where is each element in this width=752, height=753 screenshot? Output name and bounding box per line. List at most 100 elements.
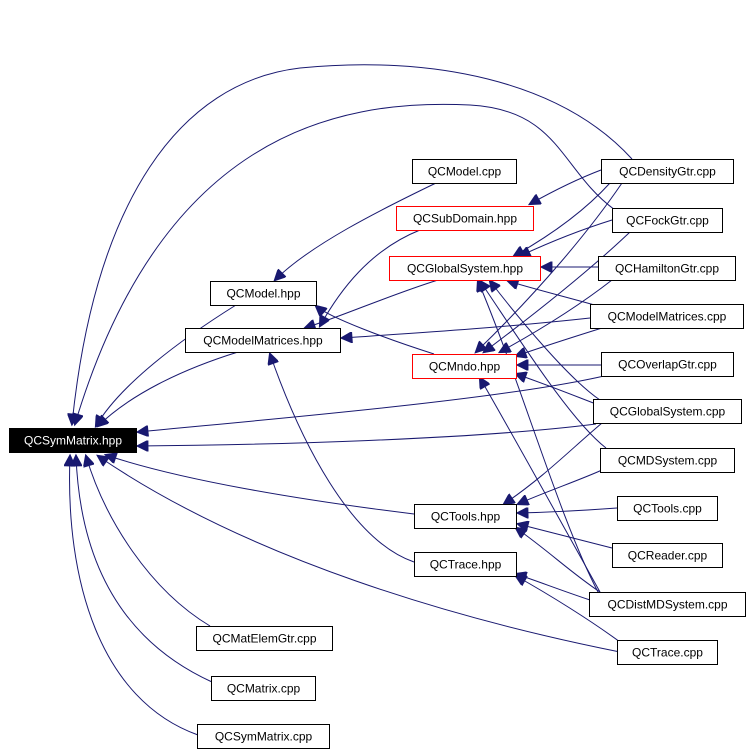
node-qchamiltongtr-cpp[interactable]: QCHamiltonGtr.cpp [598,256,736,281]
edges-layer [70,64,633,736]
node-qctools-hpp[interactable]: QCTools.hpp [414,504,517,529]
edge-qcmodelmatrices-cpp-to-qcmndo-hpp [516,327,603,356]
node-label: QCSubDomain.hpp [413,212,517,226]
node-qcmodelmatrices-hpp[interactable]: QCModelMatrices.hpp [185,328,341,353]
edge-qctools-hpp-to-qcsymmatrix-hpp [106,455,415,515]
node-label: QCMatrix.cpp [227,682,301,696]
edge-qcglobalsystem-cpp-to-qctools-hpp [504,422,603,504]
node-label: QCTrace.hpp [430,558,502,572]
node-label: QCMndo.hpp [429,360,501,374]
edge-qcmodel-hpp-to-qcsymmatrix-hpp [96,304,237,426]
edge-qcoverlapgtr-cpp-to-qcsymmatrix-hpp [138,375,605,432]
node-box [197,724,330,749]
node-label: QCSymMatrix.hpp [24,434,122,448]
node-qctrace-hpp[interactable]: QCTrace.hpp [414,552,517,577]
node-label: QCGlobalSystem.hpp [407,262,523,276]
node-qcsymmatrix-hpp[interactable]: QCSymMatrix.hpp [9,428,137,453]
edge-qcmdsystem-cpp-to-qcglobalsystem-hpp [480,281,607,449]
edge-qcsymmatrix-cpp-to-qcsymmatrix-hpp [70,456,199,736]
node-label: QCReader.cpp [628,549,708,563]
edge-qcdensitygtr-cpp-to-qcsubdomain-hpp [530,169,602,204]
node-qcfockgtr-cpp[interactable]: QCFockGtr.cpp [612,208,723,233]
node-qcreader-cpp[interactable]: QCReader.cpp [612,543,723,568]
node-label: QCModel.cpp [428,165,502,179]
node-qctrace-cpp[interactable]: QCTrace.cpp [617,640,718,665]
node-qcmodel-cpp[interactable]: QCModel.cpp [412,159,517,184]
node-box [211,676,316,701]
edge-qctrace-cpp-to-qctrace-hpp [516,576,621,643]
node-label: QCMatElemGtr.cpp [212,632,316,646]
node-qcoverlapgtr-cpp[interactable]: QCOverlapGtr.cpp [601,352,734,377]
edge-qcmdsystem-cpp-to-qctools-hpp [518,469,603,504]
edge-qcglobalsystem-hpp-to-qcmodelmatrices-hpp [305,279,439,328]
node-qcmodelmatrices-cpp[interactable]: QCModelMatrices.cpp [590,304,744,329]
edge-qctrace-cpp-to-qcsymmatrix-hpp [98,456,621,653]
node-label: QCTools.hpp [431,510,501,524]
node-label: QCModel.hpp [226,287,300,301]
node-qcsymmatrix-cpp[interactable]: QCSymMatrix.cpp [197,724,330,749]
edge-qchamiltongtr-cpp-to-qcmndo-hpp [500,279,613,352]
node-qcmatelemgtr-cpp[interactable]: QCMatElemGtr.cpp [196,626,333,651]
node-qcdensitygtr-cpp[interactable]: QCDensityGtr.cpp [601,159,734,184]
node-box [185,328,341,353]
node-label: QCDistMDSystem.cpp [607,598,727,612]
edge-qcdistmdsystem-cpp-to-qcmndo-hpp [480,378,601,593]
node-label: QCHamiltonGtr.cpp [615,262,719,276]
node-box [9,428,137,453]
node-label: QCOverlapGtr.cpp [618,358,717,372]
node-box [210,281,317,306]
node-qcsubdomain-hpp[interactable]: QCSubDomain.hpp [396,206,534,231]
node-box [414,504,517,529]
edge-qcmndo-hpp-to-qcmodel-hpp [316,306,435,355]
node-box [589,592,746,617]
node-qctools-cpp[interactable]: QCTools.cpp [617,496,718,521]
edge-qcmodelmatrices-cpp-to-qcglobalsystem-hpp [508,281,599,307]
node-box [196,626,333,651]
node-qcmdsystem-cpp[interactable]: QCMDSystem.cpp [600,448,735,473]
edge-qcdensitygtr-cpp-to-qcsymmatrix-hpp [72,64,633,424]
node-box [593,399,742,424]
node-label: QCDensityGtr.cpp [619,165,716,179]
edge-qcsubdomain-hpp-to-qcmodelmatrices-hpp [320,229,421,326]
edge-qcmodel-cpp-to-qcmodel-hpp [275,182,437,280]
edge-qcmodelmatrices-hpp-to-qcsymmatrix-hpp [98,351,239,426]
node-qcglobalsystem-cpp[interactable]: QCGlobalSystem.cpp [593,399,742,424]
nodes-layer: QCSymMatrix.hpp QCModel.hppQCModelMatrice… [9,159,746,749]
edge-qcdistmdsystem-cpp-to-qcglobalsystem-hpp [478,281,599,593]
node-qcdistmdsystem-cpp[interactable]: QCDistMDSystem.cpp [589,592,746,617]
node-box [414,552,517,577]
node-box [617,496,718,521]
edge-qcglobalsystem-cpp-to-qcglobalsystem-hpp [490,281,601,401]
node-box [600,448,735,473]
edge-qcfockgtr-cpp-to-qcglobalsystem-hpp [520,219,613,256]
node-label: QCTools.cpp [633,502,702,516]
edge-qcreader-cpp-to-qctools-hpp [518,524,613,549]
node-box [389,256,541,281]
node-box [598,256,736,281]
edge-qcmodelmatrices-cpp-to-qcmodelmatrices-hpp [342,317,591,338]
node-qcglobalsystem-hpp[interactable]: QCGlobalSystem.hpp [389,256,541,281]
edge-qcmatrix-cpp-to-qcsymmatrix-hpp [76,456,213,683]
node-box [396,206,534,231]
edge-qcglobalsystem-cpp-to-qcmndo-hpp [516,374,597,405]
edge-qcdistmdsystem-cpp-to-qctrace-hpp [516,574,591,601]
node-label: QCSymMatrix.cpp [215,730,313,744]
node-label: QCModelMatrices.cpp [608,310,727,324]
edge-qcfockgtr-cpp-to-qcsymmatrix-hpp [75,103,616,424]
node-label: QCTrace.cpp [632,646,703,660]
node-qcmatrix-cpp[interactable]: QCMatrix.cpp [211,676,316,701]
node-qcmodel-hpp[interactable]: QCModel.hpp [210,281,317,306]
node-qcmndo-hpp[interactable]: QCMndo.hpp [412,354,517,379]
edge-qcdistmdsystem-cpp-to-qctools-hpp [516,528,601,593]
node-label: QCGlobalSystem.cpp [610,405,726,419]
edge-qcfockgtr-cpp-to-qcmndo-hpp [484,231,631,352]
node-box [590,304,744,329]
node-box [617,640,718,665]
node-box [601,159,734,184]
edge-qcmatelemgtr-cpp-to-qcsymmatrix-hpp [86,456,211,627]
node-label: QCFockGtr.cpp [626,214,709,228]
edge-qctrace-hpp-to-qcmodelmatrices-hpp [270,354,415,563]
node-box [412,159,517,184]
node-box [601,352,734,377]
